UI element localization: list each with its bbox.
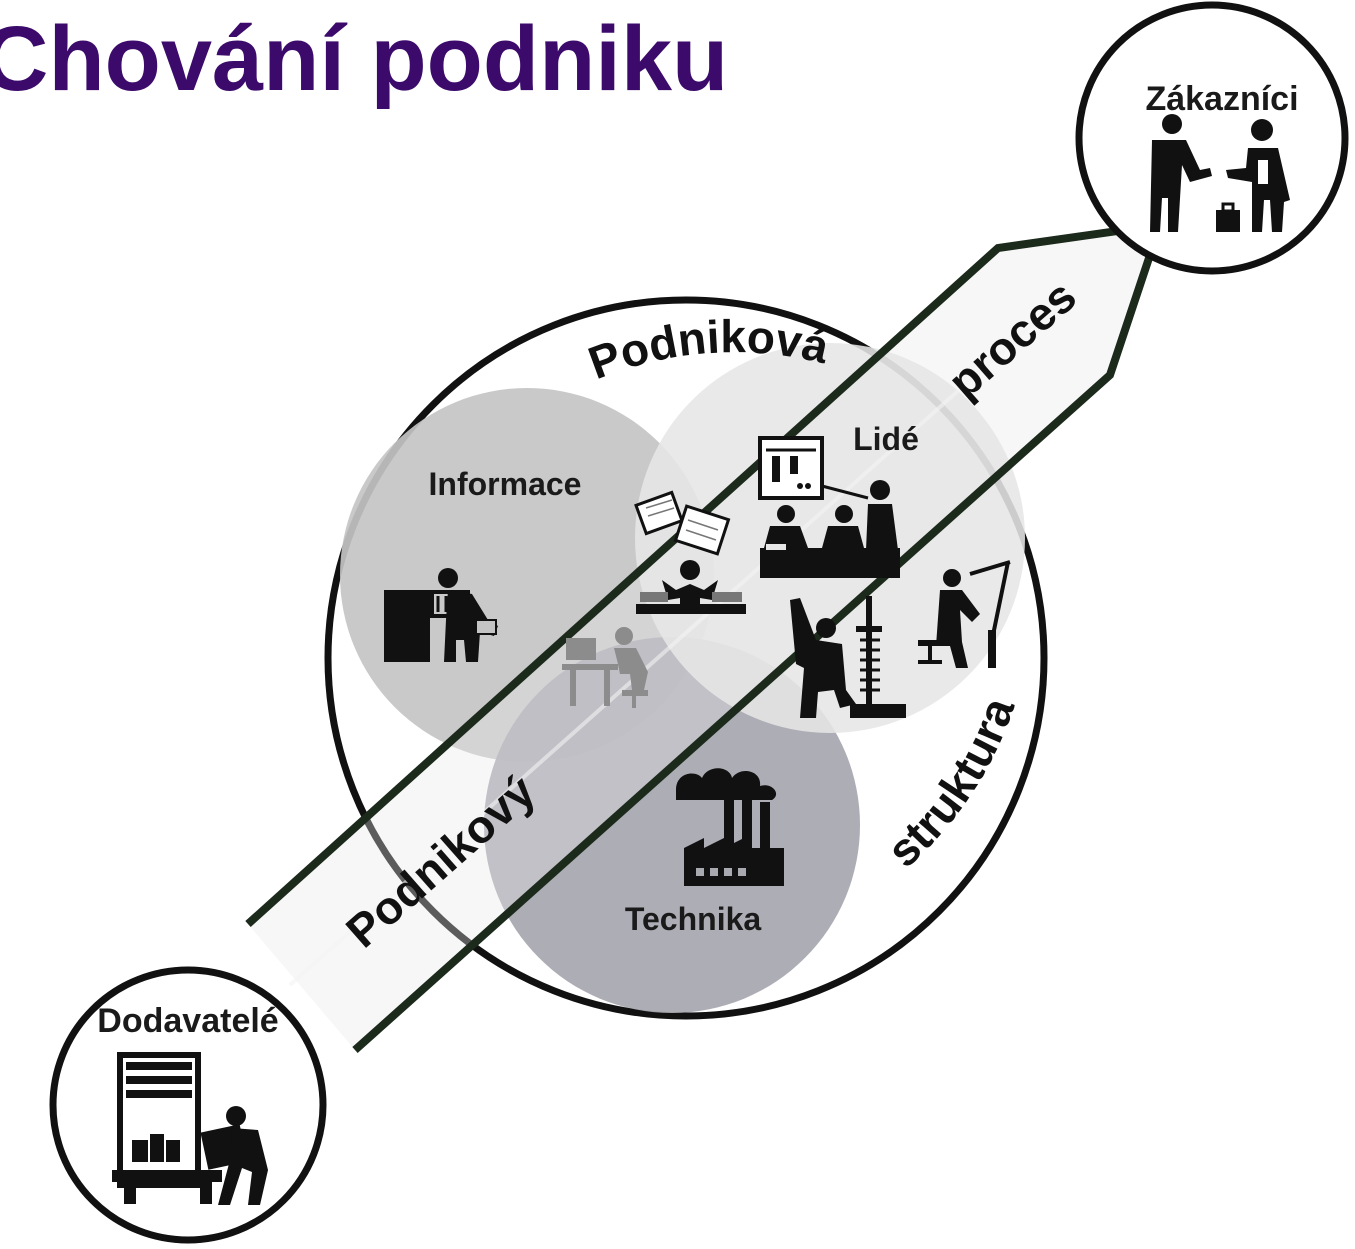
suppliers-node: Dodavatelé — [49, 966, 327, 1244]
warehouse-worker-icon — [112, 1052, 268, 1205]
factory-icon — [676, 768, 784, 886]
machine-operator-icon — [790, 596, 906, 718]
people-label: Lidé — [853, 421, 919, 457]
customers-node: Zákazníci — [1075, 1, 1349, 275]
filing-clerk-icon — [384, 568, 498, 662]
process-band — [248, 225, 1160, 1050]
juggler-icon — [634, 490, 746, 614]
process-band-centerline — [288, 316, 1042, 987]
computer-user-icon — [562, 627, 648, 708]
suppliers-label: Dodavatelé — [97, 1002, 278, 1040]
presentation-meeting-icon — [758, 436, 900, 578]
technology-label: Technika — [625, 901, 762, 937]
process-band-upper-edge — [245, 221, 1161, 927]
customers-label: Zákazníci — [1145, 80, 1298, 118]
page-title: Chování podniku — [0, 8, 729, 110]
drafter-icon — [918, 560, 1011, 668]
handshake-icon — [1150, 114, 1290, 232]
information-label: Informace — [429, 466, 582, 502]
process-band-lower-edge — [352, 223, 1164, 1053]
